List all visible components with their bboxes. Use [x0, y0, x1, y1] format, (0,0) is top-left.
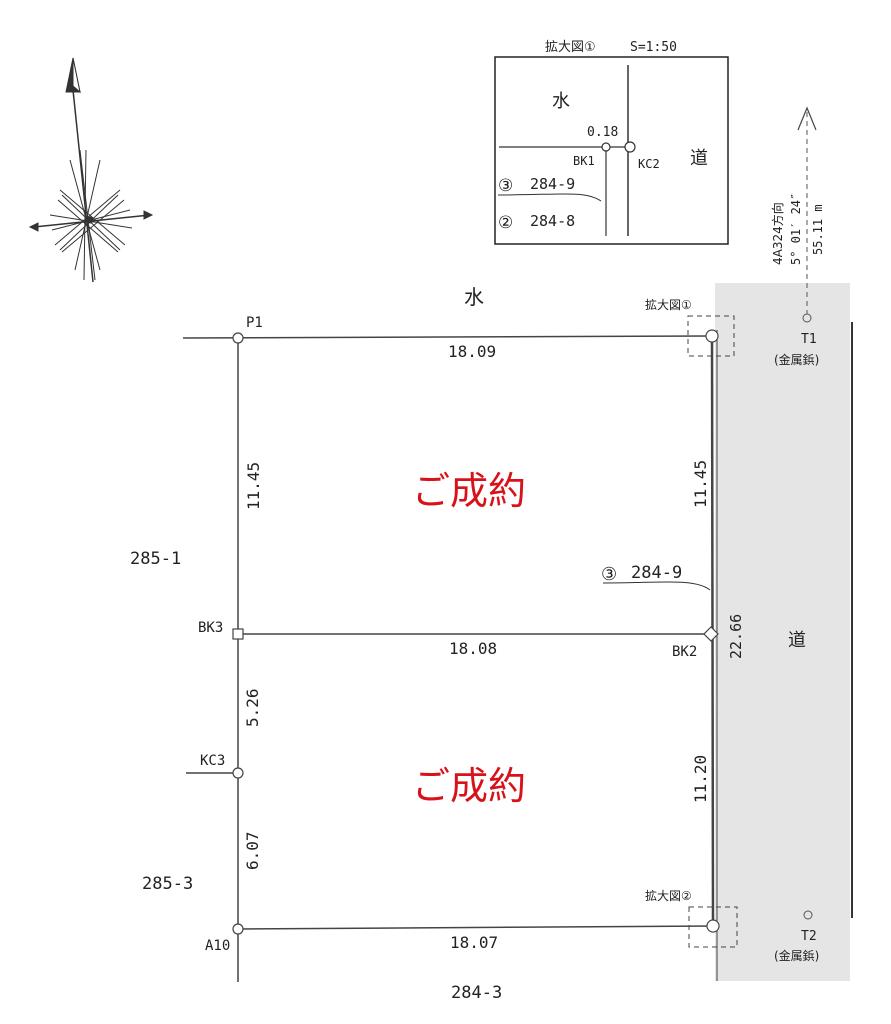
parcel-285-3: 285-3	[142, 874, 193, 894]
parcel-285-1: 285-1	[130, 549, 181, 569]
kc3-label: KC3	[200, 753, 225, 769]
inset-kc2-point	[624, 141, 636, 153]
parcel-284-9-leader	[602, 581, 711, 591]
t2-point	[803, 910, 813, 920]
inset-parcel-b: 284-8	[530, 212, 575, 230]
left-lower-length: 6.07	[243, 831, 262, 870]
bk2-point	[703, 626, 719, 642]
bearing-angle: 5° 01′ 24″	[789, 193, 803, 265]
middle-width: 18.08	[449, 639, 497, 658]
t1-note: (金属鋲)	[774, 352, 819, 367]
road-label: 道	[788, 630, 806, 651]
survey-points	[232, 329, 720, 935]
inset-frame	[494, 56, 729, 245]
t1-point	[802, 313, 812, 323]
enlarge1-box	[687, 315, 735, 357]
left-mid-length: 5.26	[243, 688, 262, 727]
inset-parcel-b-num: ②	[498, 213, 513, 233]
right-lower-length: 11.20	[691, 755, 710, 803]
bearing-label: 4A324方向	[770, 202, 785, 265]
bottom-width: 18.07	[450, 933, 498, 952]
bk3-label: BK3	[198, 620, 223, 636]
t2-label: T2	[801, 929, 817, 944]
inset-title: 拡大図①	[545, 40, 596, 55]
inset-kc2-label: KC2	[638, 157, 660, 171]
p1-point	[232, 332, 244, 344]
lot-lower-status: ご成約	[412, 764, 526, 808]
corner2-point	[706, 919, 720, 933]
water-label: 水	[464, 285, 484, 309]
top-width: 18.09	[448, 342, 496, 361]
enlarge2-label: 拡大図②	[645, 889, 692, 903]
inset-enlargement: 拡大図① S=1:50 水 道 0.18 BK1 KC2 ③ 284-9 ② 2…	[494, 40, 729, 245]
road-edge-length: 22.66	[727, 614, 745, 659]
north-arrow-compass-icon	[28, 57, 154, 283]
kc3-point	[232, 767, 244, 779]
inset-road: 道	[690, 148, 708, 169]
parcel-284-9: 284-9	[631, 563, 682, 583]
t2-note: (金属鋲)	[774, 948, 819, 963]
inset-parcel-a: 284-9	[530, 175, 575, 193]
inset-distance: 0.18	[587, 125, 618, 140]
parcel-284-9-num: ③	[601, 564, 617, 585]
bearing-distance: 55.11 m	[811, 204, 825, 255]
t1-label: T1	[801, 332, 817, 347]
inset-scale: S=1:50	[630, 40, 677, 55]
left-upper-length: 11.45	[244, 462, 263, 510]
kc2-main-point	[705, 329, 719, 343]
inset-water: 水	[552, 91, 570, 112]
road-area	[715, 283, 850, 981]
a10-point	[232, 923, 244, 935]
a10-label: A10	[205, 938, 230, 954]
parcel-284-3: 284-3	[451, 983, 502, 1003]
bk2-label: BK2	[672, 644, 697, 660]
bearing-reference: 4A324方向 5° 01′ 24″ 55.11 m	[770, 106, 825, 323]
enlarge2-box	[688, 906, 738, 948]
inset-parcel-a-num: ③	[498, 176, 513, 196]
lot-upper-status: ご成約	[412, 469, 526, 513]
p1-label: P1	[246, 315, 263, 331]
bk3-point	[232, 628, 244, 640]
inset-bk1-label: BK1	[573, 154, 595, 168]
top-boundary	[182, 335, 713, 339]
inset-bk1-point	[601, 142, 611, 152]
bearing-arrow-icon	[797, 106, 817, 131]
inset-leader-line	[497, 193, 602, 202]
bottom-boundary	[237, 925, 714, 930]
right-upper-length: 11.45	[691, 460, 710, 508]
enlarge1-label: 拡大図①	[645, 298, 692, 312]
